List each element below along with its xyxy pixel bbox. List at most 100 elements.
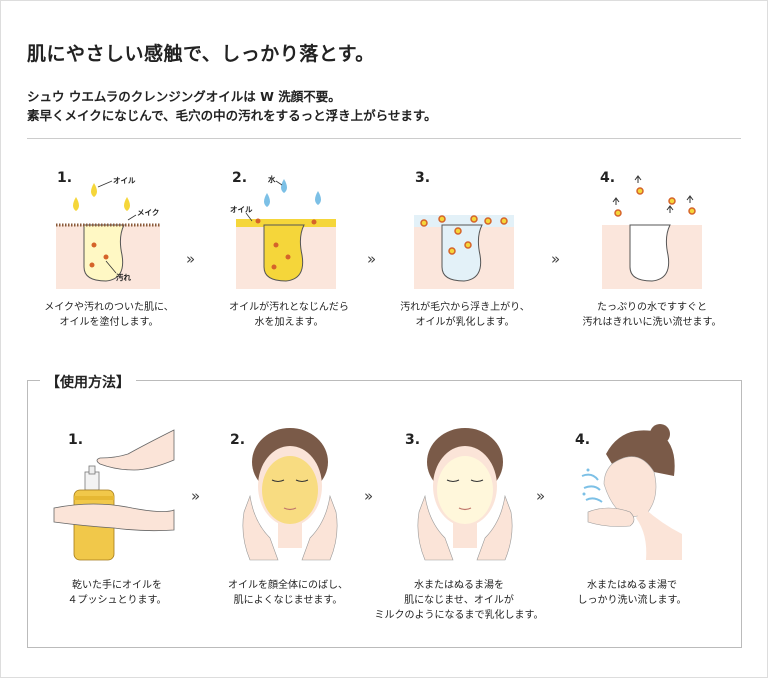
- oil-on-face: [262, 456, 318, 524]
- caption-line: メイクや汚れのついた肌に、: [44, 302, 174, 313]
- usage-arrow-3: »: [536, 487, 546, 505]
- water-drop: [281, 179, 287, 193]
- subtitle-line-2: 素早くメイクになじんで、毛穴の中の汚れをするっと浮き上がらせます。: [27, 108, 437, 123]
- step-arrow-2: »: [367, 250, 377, 268]
- dirt-particle: [255, 218, 261, 224]
- pore: [441, 224, 483, 282]
- up-arrow-icon: [666, 205, 674, 213]
- step-arrow-3: »: [551, 250, 561, 268]
- dirt-particle: [271, 264, 277, 270]
- up-arrow-icon: [612, 197, 620, 205]
- usage-step-1-caption: 乾いた手にオイルを ４プッシュとります。: [22, 578, 212, 608]
- caption-line: 汚れが毛穴から浮き上がり、: [400, 302, 530, 313]
- caption-line: 水またはぬるま湯を: [414, 580, 504, 591]
- label-oil: オイル: [113, 176, 136, 185]
- usage-box: [27, 380, 742, 648]
- pore: [83, 224, 125, 282]
- usage-step-1-number: 1.: [68, 432, 84, 448]
- step-1-caption: メイクや汚れのついた肌に、 オイルを塗付します。: [14, 300, 204, 330]
- dirt-particle: [484, 217, 492, 225]
- step-1-number: 1.: [57, 170, 73, 186]
- step-2-diagram: 水 オイル: [230, 174, 336, 289]
- right-hand: [301, 494, 338, 561]
- dirt-particle: [285, 254, 291, 260]
- dirt-particle: [420, 219, 428, 227]
- dirt-particle: [636, 187, 644, 195]
- neck-shoulder: [636, 508, 682, 560]
- left-hand: [417, 494, 454, 561]
- step-arrow-1: »: [186, 250, 196, 268]
- step-1-diagram: オイル メイク 汚れ: [56, 176, 160, 289]
- caption-line: オイルが乳化します。: [415, 317, 515, 328]
- usage-step-2-caption: オイルを顔全体にのばし、 肌によくなじませます。: [193, 578, 383, 608]
- usage-step-2-number: 2.: [230, 432, 246, 448]
- caption-line: 汚れはきれいに洗い流せます。: [582, 317, 722, 328]
- step-3-diagram: [414, 215, 514, 289]
- usage-step-3-caption: 水またはぬるま湯を 肌になじませ、オイルが ミルクのようになるまで乳化します。: [364, 578, 554, 623]
- caption-line: オイルが汚れとなじんだら: [229, 302, 349, 313]
- oil-drop: [91, 183, 97, 197]
- caption-line: ４プッシュとります。: [67, 595, 167, 606]
- subtitle-line-1: シュウ ウエムラのクレンジングオイルは W 洗顔不要。: [27, 89, 341, 104]
- usage-3-face-illustration: [417, 428, 513, 561]
- label-oil: オイル: [230, 205, 253, 214]
- step-2-caption: オイルが汚れとなじんだら 水を加えます。: [194, 300, 384, 330]
- hair-bun: [650, 424, 670, 444]
- caption-line: オイルを塗付します。: [59, 317, 159, 328]
- caption-line: 乾いた手にオイルを: [72, 580, 162, 591]
- step-3-caption: 汚れが毛穴から浮き上がり、 オイルが乳化します。: [370, 300, 560, 330]
- usage-title: 【使用方法】: [40, 372, 136, 392]
- step-4-diagram: [602, 175, 702, 289]
- hands: [587, 507, 635, 527]
- oil-layer: [236, 219, 336, 227]
- divider: [27, 138, 741, 139]
- up-arrow-icon: [634, 175, 642, 183]
- usage-step-3-number: 3.: [405, 432, 421, 448]
- caption-line: 水またはぬるま湯で: [587, 580, 677, 591]
- caption-line: しっかり洗い流します。: [577, 595, 687, 606]
- label-water: 水: [268, 174, 276, 184]
- usage-1-illustration: [53, 429, 175, 561]
- dirt-particle: [688, 207, 696, 215]
- usage-step-4-number: 4.: [575, 432, 591, 448]
- emulsion-on-face: [437, 456, 493, 524]
- caption-line: 肌によくなじませます。: [233, 595, 343, 606]
- right-hand: [476, 494, 513, 561]
- bottle-pump: [84, 471, 100, 491]
- oil-drop: [73, 197, 79, 211]
- water-drop: [264, 193, 270, 207]
- dirt-particle: [438, 215, 446, 223]
- left-hand: [242, 494, 279, 561]
- step-2-number: 2.: [232, 170, 248, 186]
- usage-step-4-caption: 水またはぬるま湯で しっかり洗い流します。: [537, 578, 727, 608]
- caption-line: 肌になじませ、オイルが: [404, 595, 514, 606]
- water-drop: [315, 191, 321, 205]
- step-3-number: 3.: [415, 170, 431, 186]
- dirt-particle: [500, 217, 508, 225]
- pointing-hand: [96, 429, 175, 471]
- dirt-particle: [311, 219, 317, 225]
- face-profile: [603, 456, 657, 517]
- oil-drop: [124, 197, 130, 211]
- caption-line: 水を加えます。: [254, 317, 324, 328]
- caption-line: ミルクのようになるまで乳化します。: [374, 610, 544, 621]
- pore: [629, 224, 671, 282]
- label-makeup: メイク: [137, 207, 159, 217]
- usage-arrow-2: »: [364, 487, 374, 505]
- caption-line: たっぷりの水ですすぐと: [597, 302, 707, 313]
- water-splash: [581, 473, 603, 503]
- dirt-particle: [103, 254, 109, 260]
- dirt-particle: [273, 242, 279, 248]
- usage-arrow-1: »: [191, 487, 201, 505]
- caption-line: オイルを顔全体にのばし、: [228, 580, 348, 591]
- usage-4-rinse-illustration: [581, 424, 682, 560]
- bottle-nozzle: [88, 465, 96, 475]
- dirt-particle: [470, 215, 478, 223]
- up-arrow-icon: [686, 195, 694, 203]
- dirt-particle: [454, 227, 462, 235]
- dirt-particle: [448, 247, 456, 255]
- page-title: 肌にやさしい感触で、しっかり落とす。: [27, 43, 375, 65]
- pore: [263, 224, 305, 282]
- receiving-hand: [53, 503, 175, 532]
